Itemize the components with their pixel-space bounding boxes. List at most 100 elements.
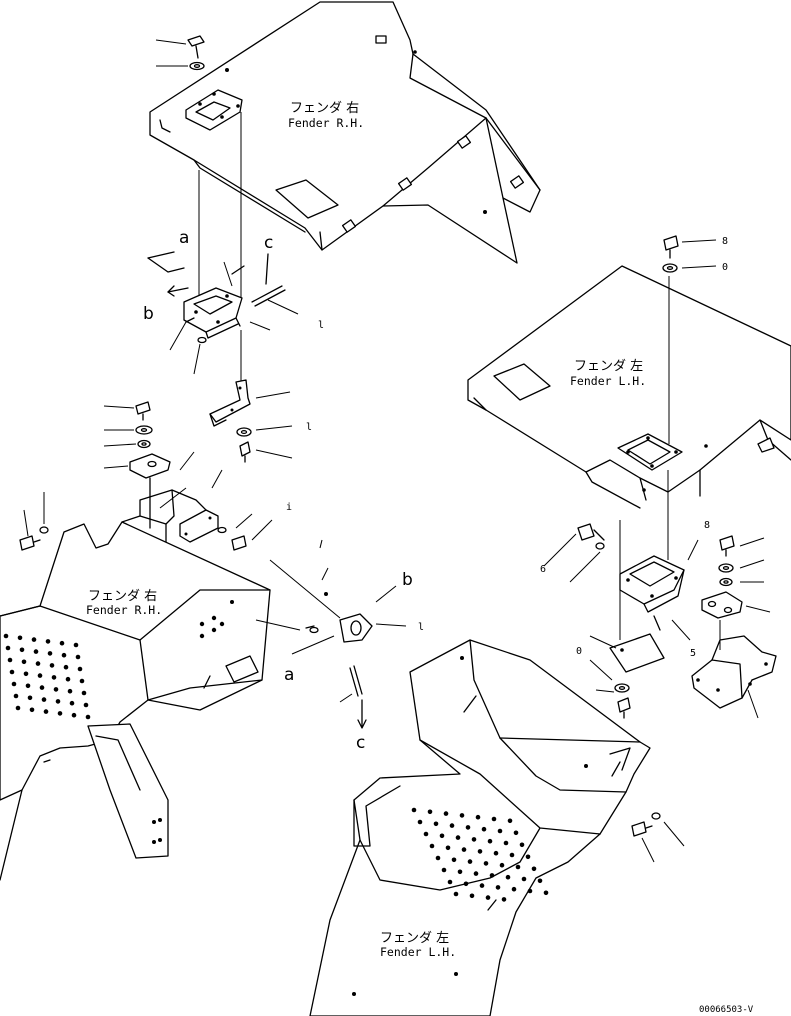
fender-lh-lower-body: フェンダ 左 Fender L.H.	[309, 639, 651, 1016]
tread-hole	[59, 640, 65, 646]
callout-a-upper: a	[179, 228, 189, 248]
svg-text:6: 6	[540, 564, 546, 575]
tread-hole	[417, 819, 423, 825]
tread-hole	[463, 881, 469, 887]
tread-hole	[527, 888, 533, 894]
fender-lh-top-jp: フェンダ 左	[574, 359, 643, 374]
tread-hole	[491, 816, 497, 822]
bolt-washer-rh-top	[155, 35, 205, 71]
tread-hole	[23, 671, 29, 677]
svg-text:i: i	[286, 502, 292, 513]
tread-hole	[441, 867, 447, 873]
stay-bracket-upper: l	[209, 379, 312, 463]
tread-hole	[525, 854, 531, 860]
svg-text:l: l	[306, 422, 312, 433]
tread-hole	[43, 709, 49, 714]
tread-hole	[411, 807, 417, 813]
bolt-lockwasher-lower-right	[631, 812, 685, 863]
tread-hole	[447, 879, 453, 885]
tread-hole	[453, 891, 459, 897]
tread-hole	[455, 835, 461, 840]
tread-hole	[459, 813, 465, 818]
tread-hole	[63, 664, 69, 670]
tread-hole	[451, 857, 457, 863]
fender-lh-bottom-jp: フェンダ 左	[380, 931, 449, 946]
tread-hole	[25, 683, 31, 689]
tread-hole	[81, 690, 87, 696]
hardware-stack-left	[103, 401, 171, 479]
tread-hole	[49, 663, 55, 668]
tread-hole	[537, 878, 543, 884]
tread-hole	[55, 699, 61, 704]
drawing-code: 00066503-V	[699, 1005, 754, 1015]
tread-hole	[477, 849, 483, 854]
fender-rh-tread-holes	[3, 633, 91, 720]
svg-text:0: 0	[722, 262, 728, 273]
tread-hole	[79, 678, 85, 684]
tread-hole	[15, 705, 21, 711]
tread-hole	[487, 838, 493, 844]
tread-hole	[423, 831, 429, 837]
tread-hole	[449, 823, 455, 828]
tread-hole	[471, 837, 477, 842]
tread-hole	[47, 651, 53, 656]
tread-hole	[17, 635, 23, 641]
svg-text:5: 5	[690, 648, 696, 659]
tread-hole	[501, 897, 507, 902]
tread-hole	[85, 714, 91, 720]
tread-hole	[467, 859, 473, 864]
tread-hole	[519, 842, 525, 848]
tread-hole	[13, 693, 19, 699]
tread-hole	[483, 861, 489, 866]
tread-hole	[497, 828, 503, 834]
tread-hole	[503, 840, 509, 846]
bolt-washer-lh-top: 8 0	[662, 235, 728, 273]
tread-hole	[37, 673, 43, 678]
fender-rh-bottom-jp: フェンダ 右	[88, 589, 157, 604]
tread-hole	[427, 809, 433, 815]
fender-rh-top-jp: フェンダ 右	[290, 101, 359, 116]
tread-hole	[507, 818, 513, 824]
tread-hole	[31, 637, 37, 642]
tread-hole	[465, 825, 471, 830]
tread-hole	[445, 845, 451, 851]
tread-hole	[39, 685, 45, 690]
tread-hole	[27, 695, 33, 701]
tread-hole	[443, 811, 449, 816]
tread-hole	[505, 874, 511, 880]
callout-c-lower: c	[356, 733, 365, 753]
callout-c-upper: c	[264, 233, 273, 253]
tread-hole	[469, 893, 475, 899]
tread-hole	[3, 633, 9, 639]
tread-hole	[515, 864, 521, 870]
fender-rh-upper-plate: フェンダ 右 Fender R.H.	[149, 1, 541, 264]
fender-rh-top-en: Fender R.H.	[288, 116, 364, 130]
tread-hole	[53, 687, 59, 692]
tread-hole	[531, 866, 537, 872]
tread-hole	[521, 876, 527, 882]
tread-hole	[5, 645, 11, 651]
tread-hole	[461, 847, 467, 852]
bolt-lockwasher-far-left	[19, 492, 49, 551]
tread-hole	[75, 654, 81, 660]
tread-hole	[489, 873, 495, 878]
tread-hole	[513, 830, 519, 836]
tread-hole	[433, 821, 439, 827]
tread-hole	[457, 869, 463, 875]
tread-hole	[479, 883, 485, 888]
tread-hole	[65, 676, 71, 682]
svg-text:0: 0	[576, 646, 582, 657]
tread-hole	[61, 652, 67, 658]
svg-text:l: l	[318, 320, 324, 331]
tread-hole	[543, 890, 549, 896]
tread-hole	[73, 642, 79, 648]
hinge-assembly-lower: b a c l	[255, 539, 424, 753]
fender-lh-top-en: Fender L.H.	[570, 374, 646, 388]
tread-hole	[33, 649, 39, 654]
tread-hole	[439, 833, 445, 839]
tread-hole	[83, 702, 89, 708]
tread-hole	[481, 826, 487, 832]
tread-hole	[19, 647, 25, 653]
